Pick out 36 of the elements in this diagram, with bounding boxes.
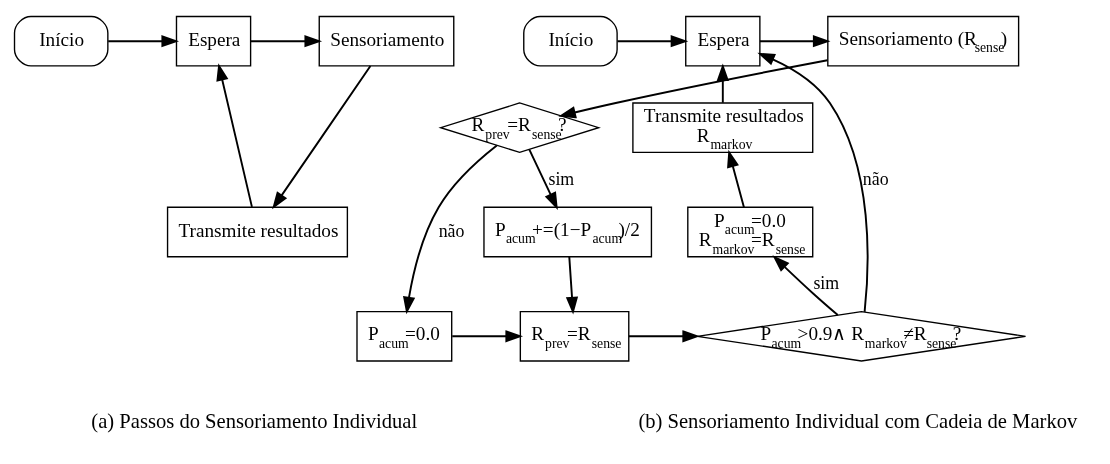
arrow (716, 63, 729, 104)
node-box: Transmite resultados R$_{markov}$ (632, 102, 814, 154)
edge-label: não (438, 220, 465, 241)
node-diamond: P$_{acum}$>0.9∧ R$_{markov}$≠R$_{sense}$? (696, 310, 1027, 362)
arrow (727, 149, 745, 209)
arrow (403, 144, 498, 315)
edge-label: sim (813, 272, 840, 293)
arrow (759, 35, 831, 48)
node-box: Sensoriamento (R$_{sense}$) (827, 15, 1020, 67)
node-box: P$_{acum}$=0.0 R$_{markov}$=R$_{sense}$ (687, 206, 814, 258)
arrow (216, 63, 253, 208)
arrow (272, 65, 372, 210)
arrow (451, 330, 523, 343)
edge-label: não (862, 168, 889, 189)
node-box: Transmite resultados (166, 206, 349, 258)
arrow (249, 35, 323, 48)
node-box: P$_{acum}$=0.0 (356, 310, 453, 362)
edge-label: sim (548, 168, 575, 189)
node-box: Sensoriamento (318, 15, 455, 67)
arrow (565, 255, 579, 315)
node-box: Início (523, 15, 618, 67)
node-box: Início (13, 15, 109, 67)
label: (b) Sensoriamento Individual com Cadeia de Markov (638, 409, 1078, 432)
arrow (772, 255, 839, 317)
node-diamond: R$_{prev}$=R$_{sense}$? (438, 102, 601, 154)
arrow (107, 35, 179, 48)
label: (a) Passos do Sensoriamento Individual (91, 409, 418, 432)
arrow (528, 148, 558, 210)
arrow (627, 330, 700, 343)
node-box: P$_{acum}$+=(1−P$_{acum}$)/2 (483, 206, 653, 258)
arrow (616, 35, 689, 48)
node-box: R$_{prev}$=R$_{sense}$ (519, 310, 630, 362)
arrow (558, 59, 829, 119)
node-box: Espera (685, 15, 761, 67)
arrow (757, 52, 869, 313)
node-box: Espera (175, 15, 252, 67)
